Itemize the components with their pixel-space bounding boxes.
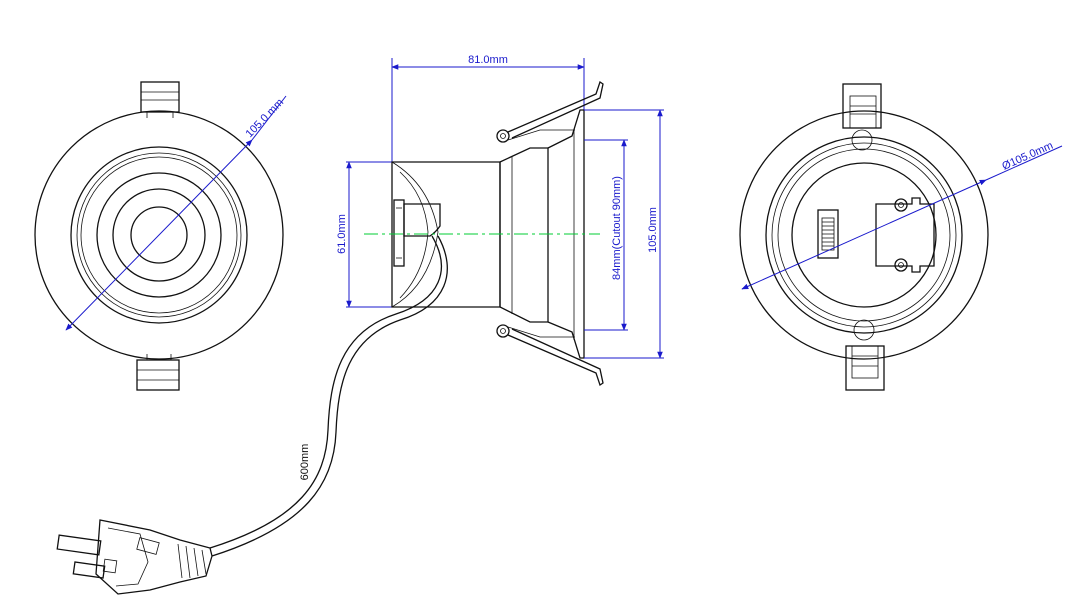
plug-prong-lower <box>72 561 106 579</box>
cutout-label: 84mm(Cutout 90mm) <box>611 176 623 280</box>
outer-height-label: 105.0mm <box>647 207 659 253</box>
back-diameter-label: Ø105.0mm <box>1000 140 1055 173</box>
cable-length-label: 600mm <box>299 444 311 481</box>
back-terminal-box <box>875 197 935 273</box>
front-outer-trim <box>34 110 284 360</box>
front-diameter-line <box>65 139 253 331</box>
top-width-label: 81.0mm <box>468 54 508 66</box>
front-view: 105.0 mm <box>34 81 287 391</box>
back-view: Ø105.0mm <box>739 83 1063 391</box>
top-spring-clip <box>496 80 604 143</box>
power-plug <box>56 519 213 595</box>
front-diameter-label: 105.0 mm <box>244 97 287 141</box>
side-view: 81.0mm 61.0mm <box>336 54 664 387</box>
front-bottom-clip <box>136 354 180 391</box>
terminal-block <box>393 199 441 267</box>
heatsink <box>499 147 549 323</box>
bottom-spring-clip <box>496 324 604 387</box>
front-top-clip <box>140 81 180 118</box>
back-top-clip <box>842 83 882 151</box>
plug-prong-upper <box>56 534 102 556</box>
body-height-label: 61.0mm <box>336 214 348 254</box>
back-outer-trim <box>739 110 989 360</box>
housing-body <box>391 161 501 308</box>
back-diameter-line <box>741 179 987 290</box>
power-cable: 600mm <box>209 235 448 557</box>
back-bottom-clip <box>845 319 885 391</box>
